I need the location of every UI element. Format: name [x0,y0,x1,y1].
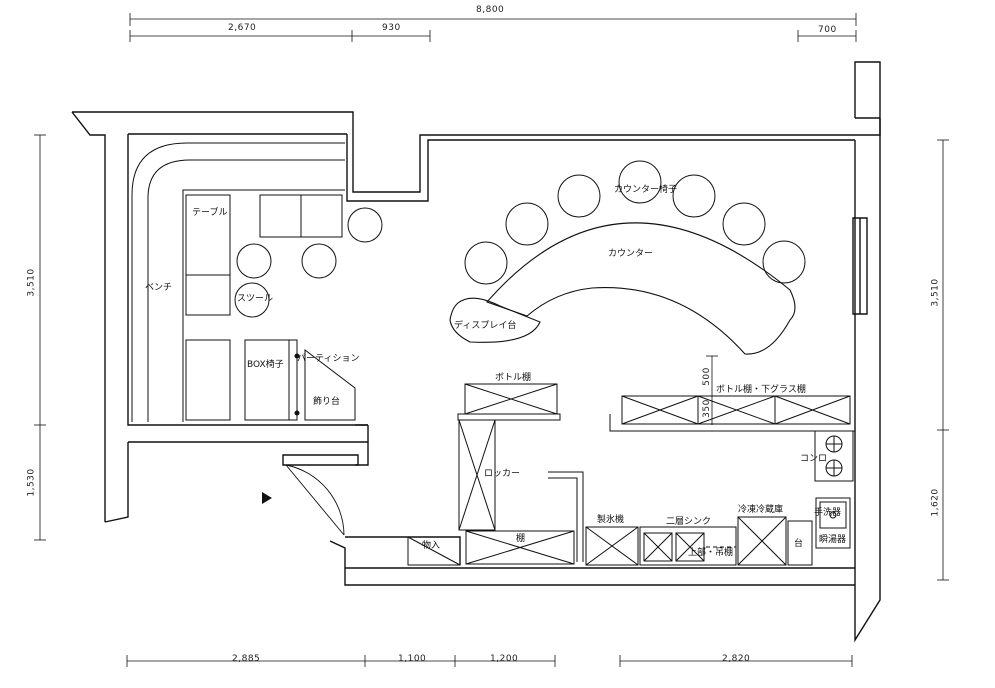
dim-top-total: 8,800 [476,5,505,15]
counter-chairs [465,161,805,284]
label-storage: 物入 [422,541,441,551]
label-shelf: 棚 [516,534,526,544]
dim-left-lower: 1,530 [26,468,37,497]
label-double-sink: 二層シンク [666,517,712,527]
label-counter-chair: カウンター椅子 [614,185,678,195]
side-dimension-lines [34,135,949,580]
label-bottle-shelf: ボトル棚 [495,373,532,383]
label-ice-maker: 製氷機 [597,515,625,525]
dim-bottom-c: 1,200 [490,654,519,664]
bottle-glass-shelf [610,396,855,431]
label-locker: ロッカー [484,469,521,479]
dim-shelf-depth-small: 350 [701,399,712,418]
shelf-and-storage [408,531,574,565]
dim-right-lower: 1,620 [930,488,941,517]
ice-maker [586,527,638,565]
label-upper-hanging-shelf: 上部・吊棚 [688,548,734,558]
label-stove: コンロ [800,454,828,464]
label-bottle-glass-shelf: ボトル棚・下グラス棚 [716,385,806,395]
walls [72,62,880,640]
stools [235,208,382,317]
label-table: テーブル [192,208,228,218]
dim-right-upper: 3,510 [930,278,941,307]
back-partition [548,472,583,562]
label-decor-stand: 飾り台 [313,397,341,407]
dim-top-c: 700 [818,25,837,35]
label-hand-wash: 手洗器 [814,508,842,518]
label-display-stand: ディスプレイ台 [454,321,517,331]
bottom-dimension-lines [127,655,852,667]
dim-top-a: 2,670 [228,23,257,33]
hand-wash-sink [816,498,850,548]
label-partition: パーティション [297,354,360,364]
label-fridge-freezer: 冷凍冷蔵庫 [738,505,784,515]
dim-bottom-a: 2,885 [232,654,261,664]
label-box-chair: BOX椅子 [247,360,284,370]
locker [459,420,495,530]
dim-bottom-b: 1,100 [398,654,427,664]
bottle-shelf-upper [458,384,560,420]
entrance-door [286,465,344,535]
tables [186,195,342,420]
dim-shelf-depth: 500 [701,367,712,386]
dim-left-upper: 3,510 [26,268,37,297]
counter [450,223,795,354]
entrance-arrow-icon [262,492,272,504]
double-sink [640,527,736,565]
dim-top-b: 930 [382,23,401,33]
top-dimension-lines [130,13,856,42]
box-chair [245,340,355,420]
label-counter: カウンター [608,249,654,259]
label-stand: 台 [794,539,804,549]
label-bench: ベンチ [145,283,173,293]
fridge-freezer [738,517,812,565]
bench [132,143,345,422]
label-water-heater: 瞬湯器 [819,535,847,545]
label-stool: スツール [237,294,274,304]
dim-bottom-d: 2,820 [722,654,751,664]
stove [815,431,853,481]
